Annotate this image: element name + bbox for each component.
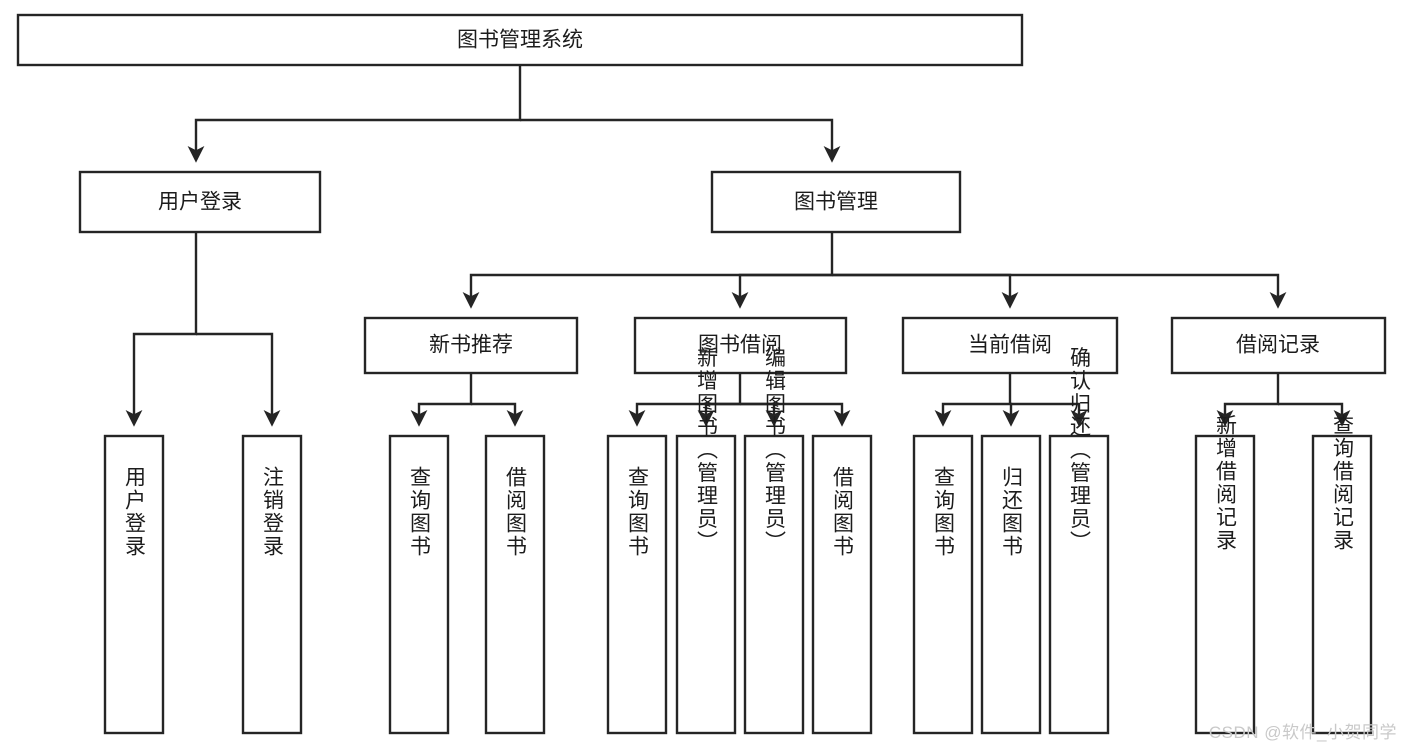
node-leaf-query-book-rec[interactable]: 查询图书 xyxy=(388,434,450,735)
node-leaf-add-record[interactable]: 新增借阅记录 xyxy=(1194,414,1256,735)
edges-user-login-to-leaves xyxy=(125,232,281,427)
edge-root-to-user-login xyxy=(187,65,522,163)
node-leaf-user-login-label: 用户登录 xyxy=(123,466,147,558)
node-new-book-recommend-label: 新书推荐 xyxy=(429,334,513,357)
node-leaf-user-login[interactable]: 用户登录 xyxy=(103,434,165,735)
node-leaf-borrow-book-rec[interactable]: 借阅图书 xyxy=(484,434,546,735)
node-leaf-user-login-box[interactable] xyxy=(103,434,165,735)
node-leaf-confirm-return[interactable]: 确认归还（管理员） xyxy=(1048,347,1110,735)
node-leaf-add-book-box[interactable] xyxy=(675,434,737,735)
node-leaf-edit-book-label: 编辑图书（管理员） xyxy=(763,347,787,554)
edge-rec-to-borrow-book xyxy=(471,402,524,427)
edges-borrow-record-to-leaves xyxy=(1216,373,1351,427)
node-leaf-query-book-bb-label: 查询图书 xyxy=(626,466,650,558)
node-leaf-query-book-rec-box[interactable] xyxy=(388,434,450,735)
node-user-login-box[interactable] xyxy=(78,170,322,234)
node-leaf-confirm-return-box[interactable] xyxy=(1048,434,1110,735)
node-book-manage-label: 图书管理 xyxy=(794,191,878,214)
node-current-borrow-box[interactable] xyxy=(901,316,1119,375)
edge-bb-to-add-book xyxy=(697,402,740,427)
node-leaf-query-record-box[interactable] xyxy=(1311,434,1373,735)
edge-bb-to-borrow-book xyxy=(740,402,851,427)
node-book-manage[interactable]: 图书管理 xyxy=(710,170,962,234)
node-book-manage-box[interactable] xyxy=(710,170,962,234)
node-new-book-recommend-box[interactable] xyxy=(363,316,579,375)
edge-cb-to-return-book xyxy=(1002,402,1020,427)
edge-user-login-to-leaf-user-login xyxy=(125,232,198,427)
edge-cb-to-query-book xyxy=(934,373,1012,427)
edge-bb-to-query-book xyxy=(628,373,742,427)
node-leaf-return-book-label: 归还图书 xyxy=(1000,466,1024,558)
node-leaf-query-book-cb-box[interactable] xyxy=(912,434,974,735)
node-book-borrow-label: 图书借阅 xyxy=(698,334,782,357)
edge-book-manage-to-current-borrow xyxy=(832,273,1019,309)
node-current-borrow-label: 当前借阅 xyxy=(968,334,1052,357)
edges-current-borrow-to-leaves xyxy=(934,373,1088,427)
edges-book-borrow-to-leaves xyxy=(628,373,851,427)
edge-root-to-book-manage xyxy=(520,118,841,163)
node-leaf-add-book-label: 新增图书（管理员） xyxy=(695,347,719,554)
edge-user-login-to-leaf-logout xyxy=(196,332,281,427)
node-leaf-borrow-book-bb-box[interactable] xyxy=(811,434,873,735)
node-borrow-record-label: 借阅记录 xyxy=(1236,334,1320,357)
node-borrow-record-box[interactable] xyxy=(1170,316,1387,375)
node-leaf-logout[interactable]: 注销登录 xyxy=(241,434,303,735)
node-leaf-return-book-box[interactable] xyxy=(980,434,1042,735)
node-leaf-edit-book[interactable]: 编辑图书（管理员） xyxy=(743,347,805,735)
edges-root-to-level2 xyxy=(187,65,841,163)
node-leaf-add-book[interactable]: 新增图书（管理员） xyxy=(675,347,737,735)
node-leaf-borrow-book-bb[interactable]: 借阅图书 xyxy=(811,434,873,735)
node-leaf-confirm-return-label: 确认归还（管理员） xyxy=(1068,347,1092,554)
node-leaf-add-record-label: 新增借阅记录 xyxy=(1214,414,1238,552)
edge-br-to-add-record xyxy=(1216,373,1280,427)
node-root-box[interactable] xyxy=(16,13,1024,67)
edge-br-to-query-record xyxy=(1278,402,1351,427)
node-book-borrow-box[interactable] xyxy=(633,316,848,375)
node-leaf-edit-book-box[interactable] xyxy=(743,434,805,735)
node-root-label: 图书管理系统 xyxy=(457,29,583,52)
node-leaf-borrow-book-rec-box[interactable] xyxy=(484,434,546,735)
edge-book-manage-to-new-book-recommend xyxy=(462,232,834,309)
node-leaf-query-record[interactable]: 查询借阅记录 xyxy=(1311,414,1373,735)
edge-book-manage-to-borrow-record xyxy=(832,273,1287,309)
node-new-book-recommend[interactable]: 新书推荐 xyxy=(363,316,579,375)
edges-book-manage-to-level3 xyxy=(462,232,1287,309)
node-root[interactable]: 图书管理系统 xyxy=(16,13,1024,67)
node-book-borrow[interactable]: 图书借阅 xyxy=(633,316,848,375)
edge-book-manage-to-book-borrow xyxy=(731,273,832,309)
node-leaf-query-book-bb-box[interactable] xyxy=(606,434,668,735)
node-leaf-logout-box[interactable] xyxy=(241,434,303,735)
node-current-borrow[interactable]: 当前借阅 xyxy=(901,316,1119,375)
node-borrow-record[interactable]: 借阅记录 xyxy=(1170,316,1387,375)
node-leaf-query-book-rec-label: 查询图书 xyxy=(408,466,432,558)
node-leaf-query-record-label: 查询借阅记录 xyxy=(1331,414,1355,552)
node-user-login-label: 用户登录 xyxy=(158,191,242,214)
node-leaf-logout-label: 注销登录 xyxy=(261,466,285,558)
node-leaf-add-record-box[interactable] xyxy=(1194,434,1256,735)
node-user-login[interactable]: 用户登录 xyxy=(78,170,322,234)
leaf-nodes: 用户登录 注销登录 查询图书 借阅图书 查询图书 新增图书（管理员） xyxy=(103,347,1373,735)
edges-new-book-recommend-to-leaves xyxy=(410,373,524,427)
edge-cb-to-confirm-return xyxy=(1010,402,1088,427)
node-leaf-query-book-cb-label: 查询图书 xyxy=(932,466,956,558)
node-leaf-query-book-cb[interactable]: 查询图书 xyxy=(912,434,974,735)
node-leaf-borrow-book-bb-label: 借阅图书 xyxy=(831,466,855,558)
node-leaf-borrow-book-rec-label: 借阅图书 xyxy=(504,466,528,558)
node-leaf-query-book-bb[interactable]: 查询图书 xyxy=(606,434,668,735)
edge-rec-to-query-book xyxy=(410,373,473,427)
node-leaf-return-book[interactable]: 归还图书 xyxy=(980,434,1042,735)
